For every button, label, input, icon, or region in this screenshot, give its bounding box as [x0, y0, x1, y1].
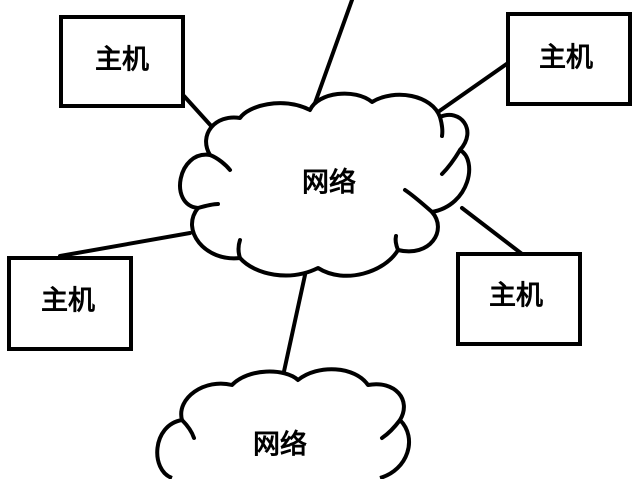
host-label-bottom-right: 主机	[489, 281, 543, 312]
host-label-top-right: 主机	[539, 43, 593, 74]
host-box-top-left	[59, 15, 185, 108]
network-cloud-secondary-inner-arcs	[180, 418, 402, 440]
link-cloud-to-host-bottom-right	[460, 206, 524, 256]
link-cloud-to-host-top-right	[436, 61, 510, 114]
connection-lines	[58, 0, 524, 378]
host-box-bottom-left	[7, 256, 133, 351]
link-cloud-to-host-top-left	[182, 94, 215, 130]
host-box-bottom-right	[456, 252, 582, 346]
network-cloud-secondary	[155, 367, 411, 479]
host-label-bottom-left: 主机	[41, 286, 95, 317]
network-cloud-main-inner-arcs	[196, 115, 462, 260]
network-cloud-main	[178, 91, 472, 278]
host-label-top-left: 主机	[95, 45, 149, 76]
host-boxes	[7, 12, 632, 351]
cloud-label-main: 网络	[302, 167, 356, 199]
host-box-top-right	[506, 12, 632, 106]
link-cloud-to-cloud	[281, 273, 307, 378]
link-cloud-to-host-bottom-left	[58, 231, 192, 258]
link-cloud-to-offscreen-top	[313, 0, 354, 105]
cloud-label-secondary: 网络	[253, 429, 307, 461]
